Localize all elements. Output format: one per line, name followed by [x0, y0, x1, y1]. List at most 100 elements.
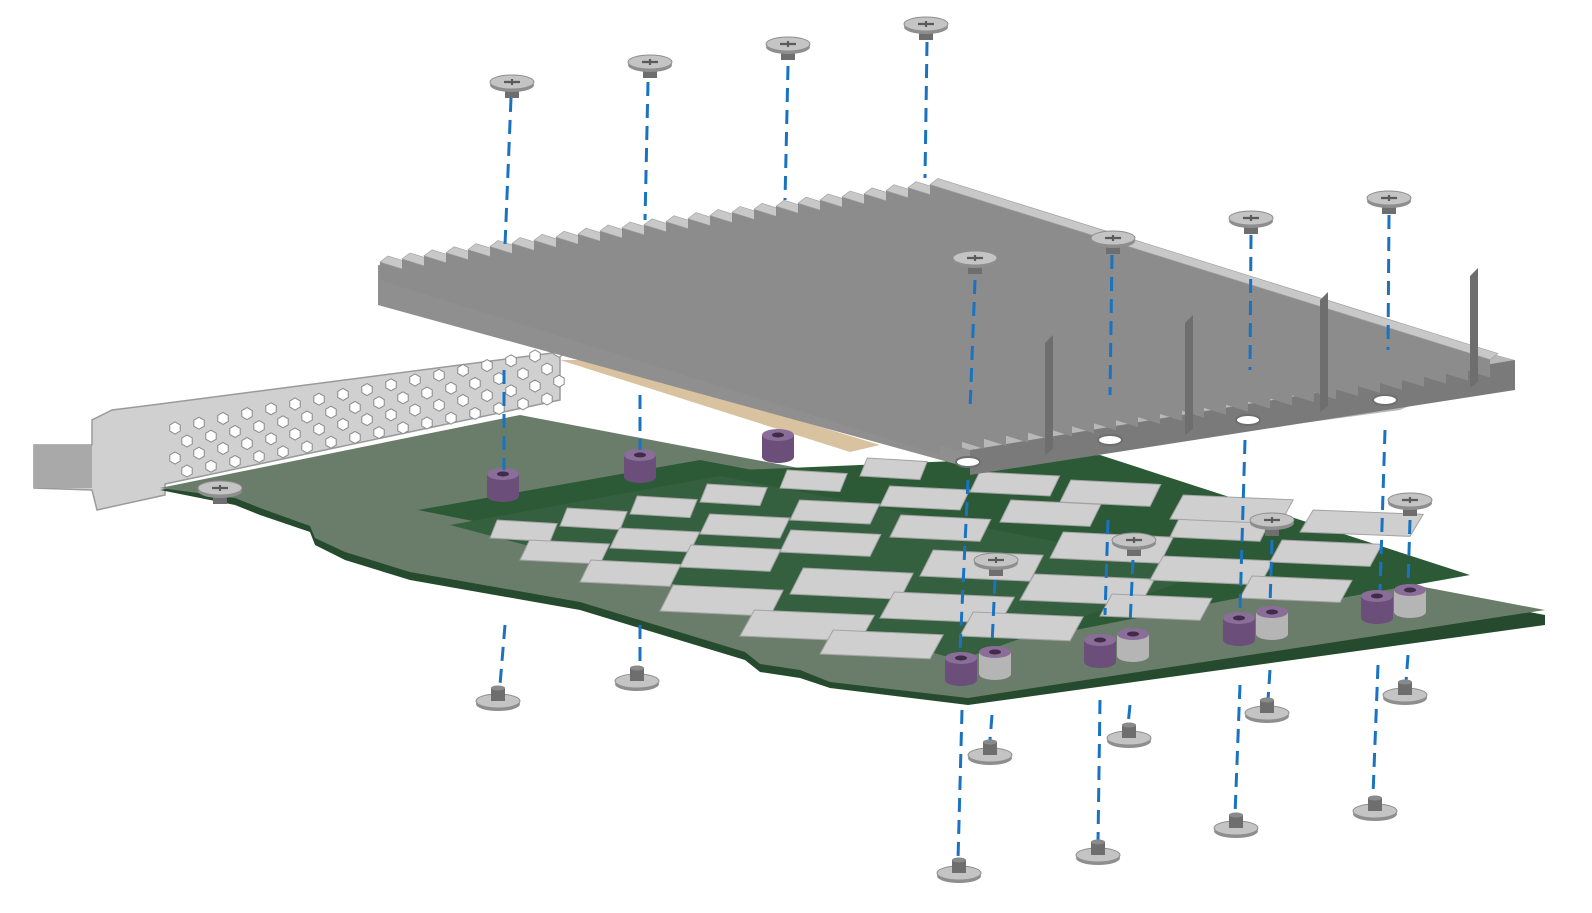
memory-chip [879, 485, 971, 511]
memory-chip [789, 567, 914, 600]
bottom-screw-shank [1368, 798, 1382, 811]
heatsink-mount-holes [955, 394, 1398, 468]
standoff-body [624, 455, 656, 477]
vent-hole [313, 422, 325, 436]
alignment-guide-line [783, 65, 790, 201]
alignment-guide-line [503, 97, 513, 246]
bottom-screw-tip [630, 665, 644, 671]
vent-hole [553, 374, 565, 388]
nut-bottom [1256, 628, 1288, 640]
screws [197, 16, 1433, 883]
memory-chip [999, 499, 1102, 527]
alignment-guide-line [1378, 429, 1387, 591]
heatsink-mount-hole [955, 456, 981, 468]
screw-phillips-icon [1402, 497, 1418, 503]
alignment-guide-line [1268, 539, 1274, 606]
vent-hole [229, 454, 241, 468]
nut-body [1394, 590, 1426, 612]
vent-hole [385, 378, 397, 392]
memory-chip [1269, 539, 1383, 567]
heatsink [378, 178, 1515, 475]
bottom-screw-tip [952, 857, 966, 863]
standoff-hole [1233, 615, 1245, 621]
vent-hole [385, 408, 397, 422]
vent-hole [313, 392, 325, 406]
screw-phillips-icon [1126, 537, 1142, 543]
vent-hole [265, 402, 277, 416]
screw-phillips-icon [967, 255, 983, 261]
vent-hole [289, 397, 301, 411]
screw-phillips-icon [918, 21, 934, 27]
vent-hole [169, 421, 181, 435]
screw-phillips-icon [988, 557, 1004, 563]
nut-bottom [979, 668, 1011, 680]
standoff-bottom [945, 674, 977, 686]
vent-hole [205, 459, 217, 473]
heatsink-mount-hole [1097, 434, 1123, 446]
bottom-screw-shank [1122, 725, 1136, 738]
vent-hole [277, 415, 289, 429]
screw-shank [213, 494, 227, 504]
screw-shank [505, 88, 519, 98]
standoff-body [487, 474, 519, 496]
screw-phillips-icon [780, 41, 796, 47]
heatsink-fin-end [1470, 268, 1478, 388]
nut-body [1117, 634, 1149, 656]
memory-chip [489, 519, 558, 543]
vent-hole [349, 400, 361, 414]
bottom-screw-tip [1398, 679, 1412, 685]
vent-hole [169, 451, 181, 465]
alignment-guide-line [1404, 654, 1410, 683]
vent-hole [421, 416, 433, 430]
screw-shank [1106, 244, 1120, 254]
alignment-guide-line [990, 579, 997, 646]
screw-phillips-icon [1243, 215, 1259, 221]
vent-hole [181, 434, 193, 448]
alignment-guide-line [988, 714, 994, 741]
memory-chip [579, 559, 682, 587]
pci-bracket [33, 344, 565, 511]
vent-hole [541, 392, 553, 406]
screw-shank [1403, 506, 1417, 516]
vent-hole [361, 383, 373, 397]
bottom-screw-tip [1229, 812, 1243, 818]
vent-hole [457, 363, 469, 377]
alignment-guide-line [923, 41, 929, 179]
vent-hole [469, 376, 481, 390]
screw-phillips-icon [642, 59, 658, 65]
vent-hole [337, 417, 349, 431]
bottom-screw-tip [1368, 795, 1382, 801]
screw-shank [1244, 224, 1258, 234]
vent-hole [289, 427, 301, 441]
alignment-guide-line [956, 709, 964, 861]
bottom-screw-shank [630, 668, 644, 681]
vent-hole [217, 441, 229, 455]
memory-chip [559, 507, 628, 531]
standoff-bottom [1361, 612, 1393, 624]
screw-shank [643, 68, 657, 78]
vent-hole [397, 391, 409, 405]
vent-hole [421, 386, 433, 400]
screw-phillips-icon [212, 485, 228, 491]
memory-chip [779, 469, 848, 493]
memory-chip [609, 527, 701, 553]
vent-hole [517, 367, 529, 381]
bottom-screw-shank [491, 688, 505, 701]
vent-hole [433, 398, 445, 412]
alignment-guide-line [1248, 234, 1253, 371]
memory-chip [1239, 575, 1353, 603]
standoff-body [762, 435, 794, 457]
nut-hole [989, 649, 1001, 655]
standoff-bottom [624, 471, 656, 483]
alignment-guide-line [1128, 559, 1135, 626]
memory-chip [819, 629, 945, 660]
bottom-screw-tip [1260, 697, 1274, 703]
alignment-guide-line [1406, 519, 1412, 586]
vent-hole [481, 389, 493, 403]
memory-chip [519, 539, 611, 565]
vent-hole [409, 373, 421, 387]
alignment-guide-line [498, 624, 507, 686]
memory-chip [1049, 531, 1174, 564]
screw-shank [919, 30, 933, 40]
